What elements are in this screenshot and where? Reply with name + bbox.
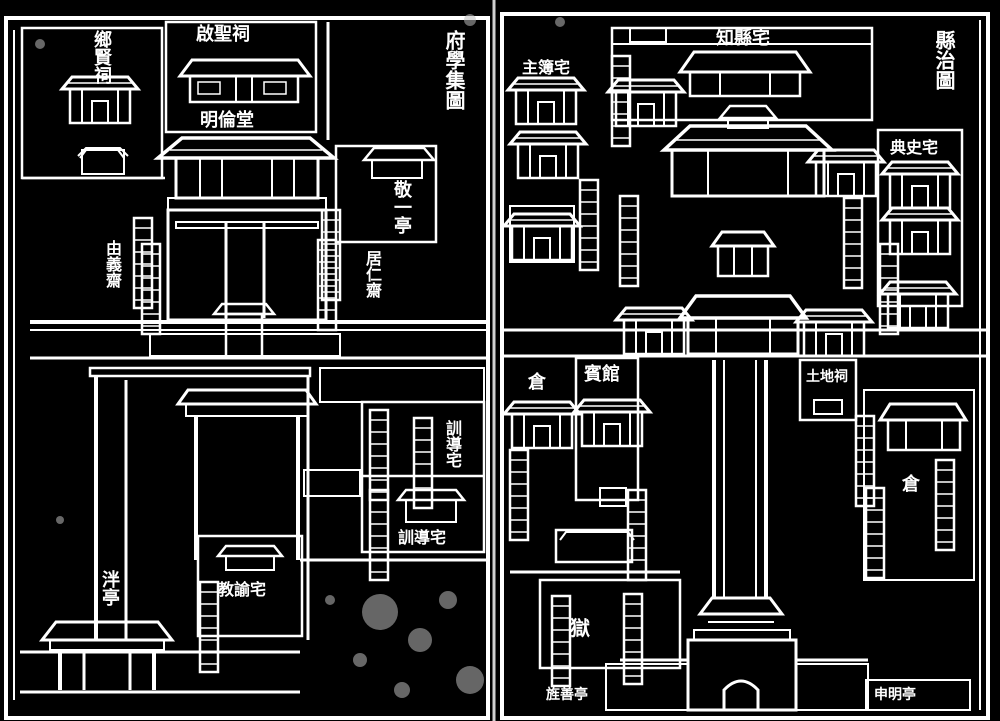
label-youyi-studio: 由義齋 bbox=[103, 240, 122, 288]
label-pan-pavilion: 泮亭 bbox=[99, 570, 120, 606]
label-magistrate-residence: 知縣宅 bbox=[716, 28, 770, 49]
label-jiaoyu-residence: 教諭宅 bbox=[218, 580, 267, 599]
label-xiangxian-shrine: 鄉賢祠 bbox=[91, 30, 112, 84]
label-guest-house: 賓館 bbox=[584, 364, 620, 385]
label-prison: 獄 bbox=[570, 616, 590, 640]
label-jingshan-pavilion: 旌善亭 bbox=[546, 687, 588, 703]
label-zhubu-residence: 主簿宅 bbox=[522, 58, 571, 77]
right-page-title: 縣治圖 bbox=[932, 30, 956, 90]
label-shenming-pavilion: 申明亭 bbox=[874, 687, 916, 703]
label-qisheng-shrine: 啟聖祠 bbox=[196, 24, 250, 45]
left-page-title: 府學集圖 bbox=[442, 30, 466, 110]
label-tudi-shrine: 土地祠 bbox=[806, 369, 848, 385]
label-minglun-hall: 明倫堂 bbox=[200, 110, 254, 131]
label-granary-left: 倉 bbox=[528, 372, 546, 393]
label-xundao-residence-1: 訓導宅 bbox=[443, 420, 462, 468]
label-granary-right: 倉 bbox=[902, 474, 920, 495]
label-xundao-residence-2: 訓導宅 bbox=[398, 528, 447, 547]
label-juren-studio: 居仁齋 bbox=[363, 250, 382, 298]
label-dianshi-residence: 典史宅 bbox=[890, 138, 939, 157]
label-jing-pavilion: 敬一亭 bbox=[391, 180, 412, 234]
